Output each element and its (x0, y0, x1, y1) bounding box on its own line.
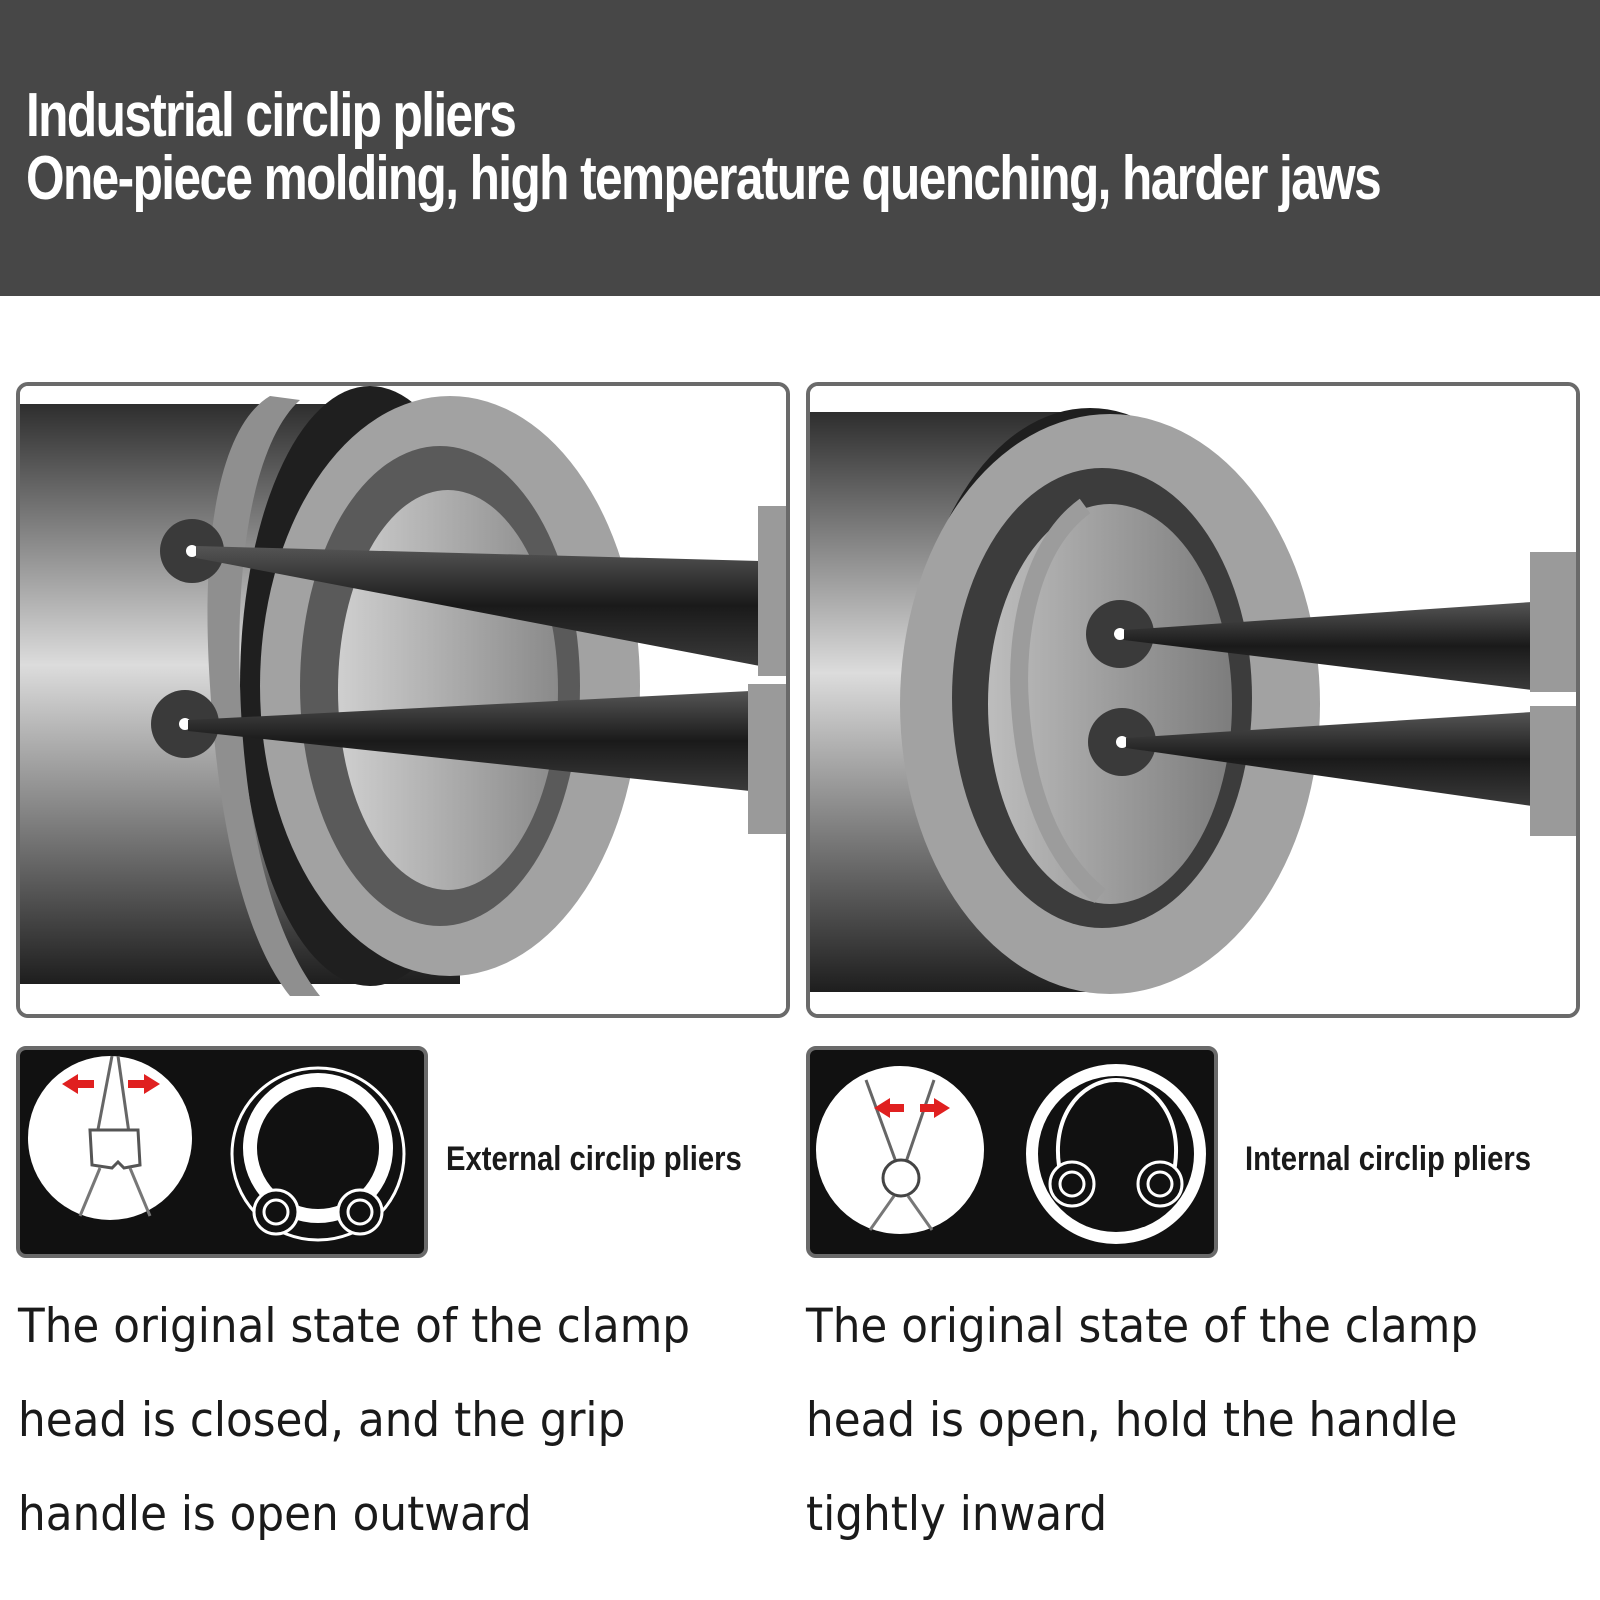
external-circlip-label: External circlip pliers (446, 1140, 742, 1178)
internal-diagram (816, 1064, 1206, 1244)
external-illustration-panel (16, 382, 790, 1018)
internal-circlip-ring-icon (1026, 1064, 1206, 1244)
external-diagram (28, 1055, 406, 1242)
internal-description: The original state of the clamp head is … (806, 1280, 1566, 1562)
description-line: handle is open outward (18, 1487, 532, 1542)
header-banner: Industrial circlip pliers One-piece mold… (0, 0, 1600, 296)
page-title: Industrial circlip pliers (26, 81, 517, 150)
external-circlip-in-groove-icon (20, 386, 786, 1014)
external-description: The original state of the clamp head is … (18, 1280, 778, 1562)
internal-circlip-in-bore-icon (810, 386, 1576, 1014)
page-subtitle: One-piece molding, high temperature quen… (26, 144, 1382, 213)
description-line: The original state of the clamp (806, 1299, 1479, 1354)
pliers-spread-outward-icon (28, 1055, 192, 1220)
internal-illustration-panel (806, 382, 1580, 1018)
pliers-squeeze-inward-icon (816, 1066, 984, 1234)
external-diagram-box (16, 1046, 428, 1258)
internal-circlip-label: Internal circlip pliers (1245, 1140, 1532, 1178)
description-line: tightly inward (806, 1487, 1108, 1542)
description-line: head is open, hold the handle (806, 1393, 1458, 1448)
description-line: head is closed, and the grip (18, 1393, 626, 1448)
external-circlip-ring-icon (230, 1066, 406, 1242)
internal-diagram-box (806, 1046, 1218, 1258)
description-line: The original state of the clamp (18, 1299, 691, 1354)
